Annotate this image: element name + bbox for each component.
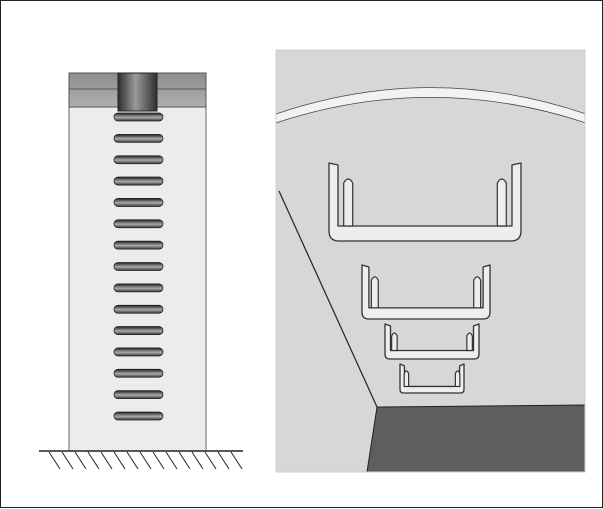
- hatch-line: [87, 451, 100, 470]
- hatched-ground-icon: [48, 451, 243, 470]
- rung-hook-post: [391, 332, 398, 352]
- central-tube: [117, 72, 158, 112]
- slot-opening-icon: [113, 390, 164, 400]
- chamber-background: [276, 50, 585, 472]
- chamber-arch-inner: [276, 96, 585, 124]
- hatch-line: [126, 451, 139, 470]
- rung-hook-post: [370, 276, 379, 309]
- slot-opening-icon: [113, 326, 164, 335]
- slot-opening-icon: [113, 198, 164, 207]
- hatch-line: [217, 451, 230, 470]
- rung-hook-post: [343, 178, 354, 227]
- hatch-line: [113, 451, 126, 470]
- slot-opening-icon: [113, 219, 164, 229]
- slot-opening-icon: [113, 133, 164, 143]
- hatch-line: [230, 451, 243, 470]
- ladder-rung-icon: [399, 363, 465, 394]
- hatch-line: [165, 451, 178, 470]
- slot-opening-icon: [113, 262, 164, 271]
- right-panel-chamber-view: [276, 50, 585, 472]
- slot-opening-icon: [113, 112, 164, 122]
- ladder-rungs: [328, 162, 522, 394]
- rung-hook-post: [403, 370, 410, 388]
- rung-hook-post: [496, 178, 507, 227]
- ladder-rung-icon: [384, 323, 480, 360]
- hatch-line: [61, 451, 74, 470]
- slot-opening-icon: [113, 411, 164, 421]
- slot-opening-icon: [113, 304, 164, 314]
- slot-opening-icon: [113, 347, 164, 357]
- hatch-line: [100, 451, 113, 470]
- chamber-wall-edge: [278, 190, 378, 408]
- left-panel-column-diagram: [39, 72, 243, 470]
- slot-opening-icon: [113, 240, 164, 250]
- slot-opening-icon: [113, 368, 164, 378]
- chamber-arch-band: [276, 88, 585, 123]
- ladder-rung-icon: [328, 162, 522, 242]
- slot-openings: [113, 112, 164, 421]
- chamber-floor-opening: [366, 404, 585, 472]
- rung-hook-post: [454, 370, 461, 388]
- rung-hook-post: [466, 332, 473, 352]
- ladder-rung-icon: [361, 264, 491, 320]
- slot-opening-icon: [113, 283, 164, 293]
- slot-opening-icon: [113, 155, 164, 165]
- hatch-line: [152, 451, 165, 470]
- hatch-line: [48, 451, 61, 470]
- hatch-line: [139, 451, 152, 470]
- right-panel-border: [275, 49, 586, 473]
- hatch-line: [178, 451, 191, 470]
- hatch-line: [204, 451, 217, 470]
- hatch-line: [191, 451, 204, 470]
- hatch-line: [74, 451, 87, 470]
- rung-hook-post: [473, 276, 482, 309]
- slot-opening-icon: [113, 176, 164, 186]
